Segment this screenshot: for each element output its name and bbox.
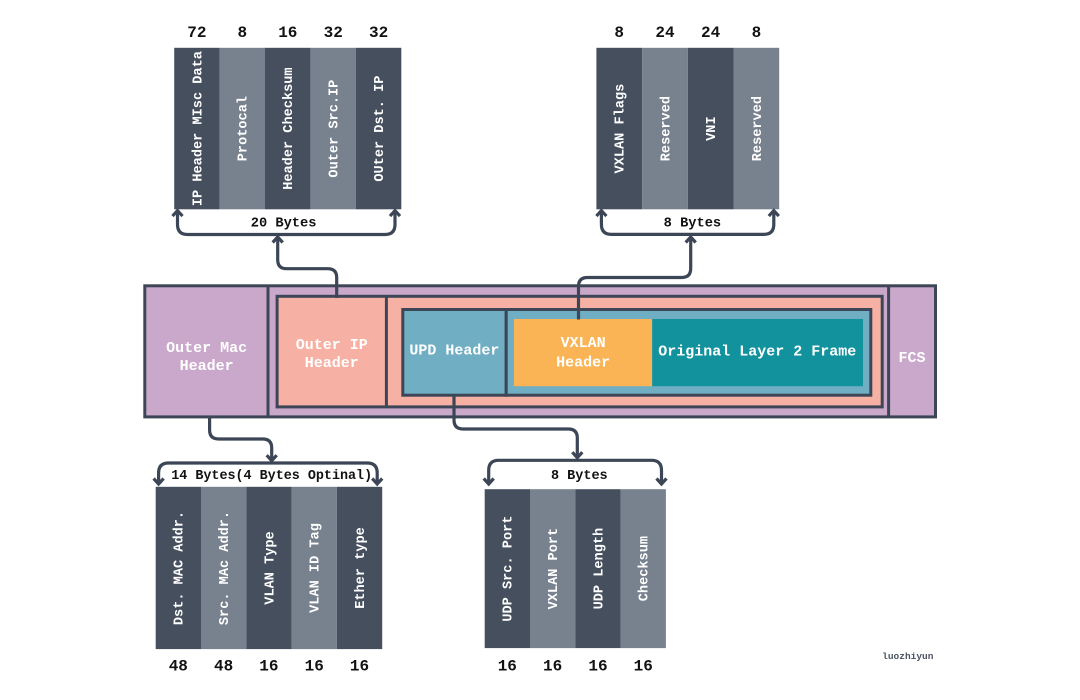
svg-text:FCS: FCS bbox=[898, 350, 925, 367]
svg-text:VNI: VNI bbox=[705, 116, 720, 140]
svg-text:16: 16 bbox=[305, 658, 324, 676]
svg-text:24: 24 bbox=[655, 24, 675, 42]
svg-text:Header Checksum: Header Checksum bbox=[282, 67, 297, 189]
svg-text:Outer IP: Outer IP bbox=[296, 337, 368, 354]
svg-text:14 Bytes(4 Bytes Optinal): 14 Bytes(4 Bytes Optinal) bbox=[171, 469, 372, 484]
svg-text:IP Header MIsc Data: IP Header MIsc Data bbox=[191, 51, 206, 206]
svg-text:VXLAN: VXLAN bbox=[561, 335, 606, 352]
svg-text:8: 8 bbox=[614, 24, 624, 42]
svg-text:UDP Length: UDP Length bbox=[592, 528, 607, 610]
svg-text:luozhiyun: luozhiyun bbox=[882, 651, 934, 662]
svg-text:8: 8 bbox=[237, 24, 247, 42]
svg-text:Src. MAc Addr.: Src. MAc Addr. bbox=[218, 511, 233, 625]
svg-text:Outer Src.IP: Outer Src.IP bbox=[328, 80, 343, 178]
svg-text:48: 48 bbox=[214, 658, 233, 676]
svg-text:VLAN ID Tag: VLAN ID Tag bbox=[309, 523, 324, 613]
svg-text:48: 48 bbox=[169, 658, 188, 676]
svg-text:UDP Src. Port: UDP Src. Port bbox=[502, 516, 517, 622]
svg-text:Original Layer 2 Frame: Original Layer 2 Frame bbox=[658, 344, 856, 361]
svg-text:VLAN Type: VLAN Type bbox=[263, 531, 278, 604]
svg-text:16: 16 bbox=[543, 658, 562, 676]
svg-text:VXLAN Port: VXLAN Port bbox=[547, 528, 562, 610]
svg-text:Checksum: Checksum bbox=[638, 536, 653, 601]
svg-text:UPD Header: UPD Header bbox=[409, 342, 499, 359]
svg-text:24: 24 bbox=[701, 24, 721, 42]
svg-text:8 Bytes: 8 Bytes bbox=[551, 469, 608, 484]
svg-text:32: 32 bbox=[369, 24, 388, 42]
svg-text:Protocal: Protocal bbox=[237, 96, 252, 161]
svg-text:20 Bytes: 20 Bytes bbox=[251, 216, 317, 231]
svg-text:OUter Dst. IP: OUter Dst. IP bbox=[373, 76, 388, 182]
svg-text:16: 16 bbox=[588, 658, 607, 676]
svg-text:Dst. MAC Addr.: Dst. MAC Addr. bbox=[173, 511, 188, 625]
svg-text:Header: Header bbox=[305, 355, 359, 372]
svg-text:16: 16 bbox=[350, 658, 369, 676]
svg-text:8 Bytes: 8 Bytes bbox=[664, 216, 722, 231]
svg-text:Reserved: Reserved bbox=[659, 96, 674, 161]
svg-text:32: 32 bbox=[324, 24, 343, 42]
svg-text:16: 16 bbox=[498, 658, 517, 676]
svg-text:16: 16 bbox=[278, 24, 297, 42]
svg-text:8: 8 bbox=[752, 24, 762, 42]
svg-text:16: 16 bbox=[634, 658, 653, 676]
svg-text:72: 72 bbox=[187, 24, 206, 42]
svg-text:16: 16 bbox=[259, 658, 278, 676]
svg-text:Header: Header bbox=[556, 354, 610, 371]
svg-text:Ether type: Ether type bbox=[354, 527, 369, 609]
svg-text:Reserved: Reserved bbox=[751, 96, 766, 161]
svg-text:VXLAN Flags: VXLAN Flags bbox=[614, 84, 629, 174]
svg-text:Header: Header bbox=[180, 358, 234, 375]
svg-text:Outer Mac: Outer Mac bbox=[166, 340, 247, 357]
